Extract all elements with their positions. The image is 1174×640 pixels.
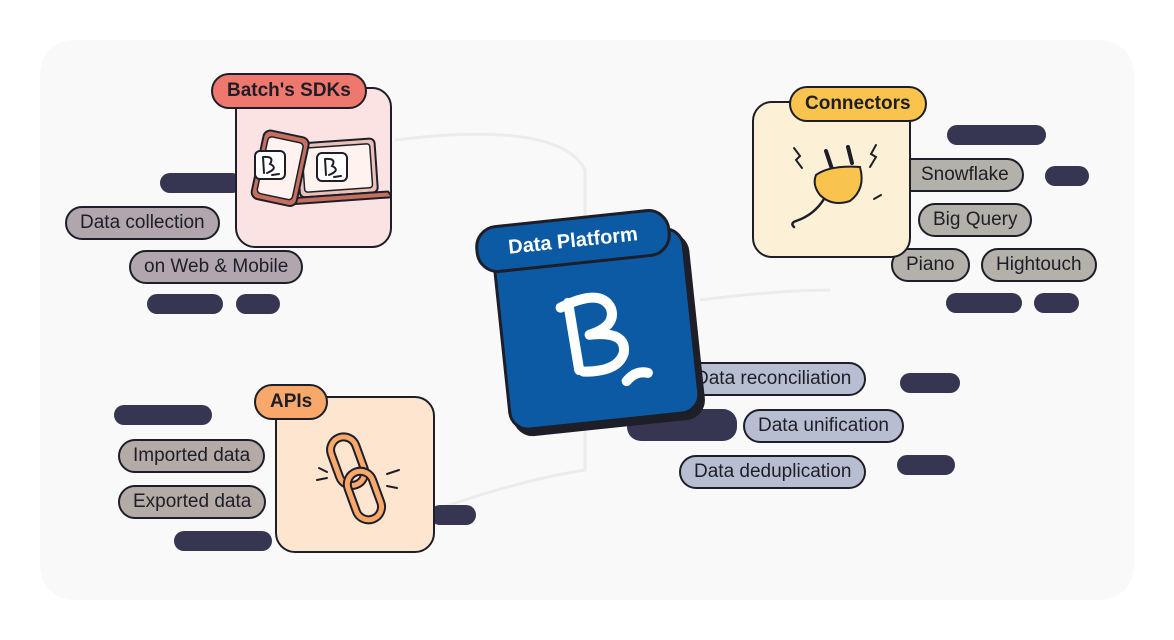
placeholder-bar <box>430 505 476 525</box>
placeholder-bar <box>1034 293 1079 313</box>
processing-item-unification: Data unification <box>743 409 904 443</box>
api-tag: APIs <box>254 384 329 420</box>
sdk-item-web-mobile: on Web & Mobile <box>129 250 304 284</box>
processing-item-deduplication: Data deduplication <box>679 455 867 489</box>
connector-item-bigquery: Big Query <box>918 203 1033 237</box>
sdk-card <box>235 87 392 248</box>
connector-tag: Connectors <box>789 86 927 122</box>
api-card <box>275 396 435 553</box>
placeholder-bar <box>897 455 955 475</box>
placeholder-bar <box>174 531 272 551</box>
chain-link-icon <box>316 432 400 525</box>
placeholder-bar <box>147 294 223 314</box>
devices-icon <box>250 129 390 207</box>
placeholder-bar <box>236 294 280 314</box>
connector-card <box>752 101 911 258</box>
connector-item-hightouch: Hightouch <box>981 248 1097 282</box>
api-item-imported-data: Imported data <box>118 439 266 473</box>
placeholder-bar <box>900 373 960 393</box>
processing-item-reconciliation: Data reconciliation <box>679 362 867 396</box>
plug-icon <box>791 144 882 229</box>
placeholder-bar <box>946 293 1022 313</box>
data-platform-card <box>490 225 703 433</box>
connector-item-piano: Piano <box>891 248 970 282</box>
sdk-tag: Batch's SDKs <box>211 73 367 109</box>
placeholder-bar <box>1045 166 1089 186</box>
batch-logo-icon <box>555 292 653 387</box>
api-item-exported-data: Exported data <box>118 485 267 519</box>
sdk-item-data-collection: Data collection <box>65 206 220 240</box>
placeholder-bar <box>114 405 212 425</box>
placeholder-bar <box>160 173 242 193</box>
placeholder-bar <box>947 125 1046 145</box>
connector-item-snowflake: Snowflake <box>895 158 1024 192</box>
